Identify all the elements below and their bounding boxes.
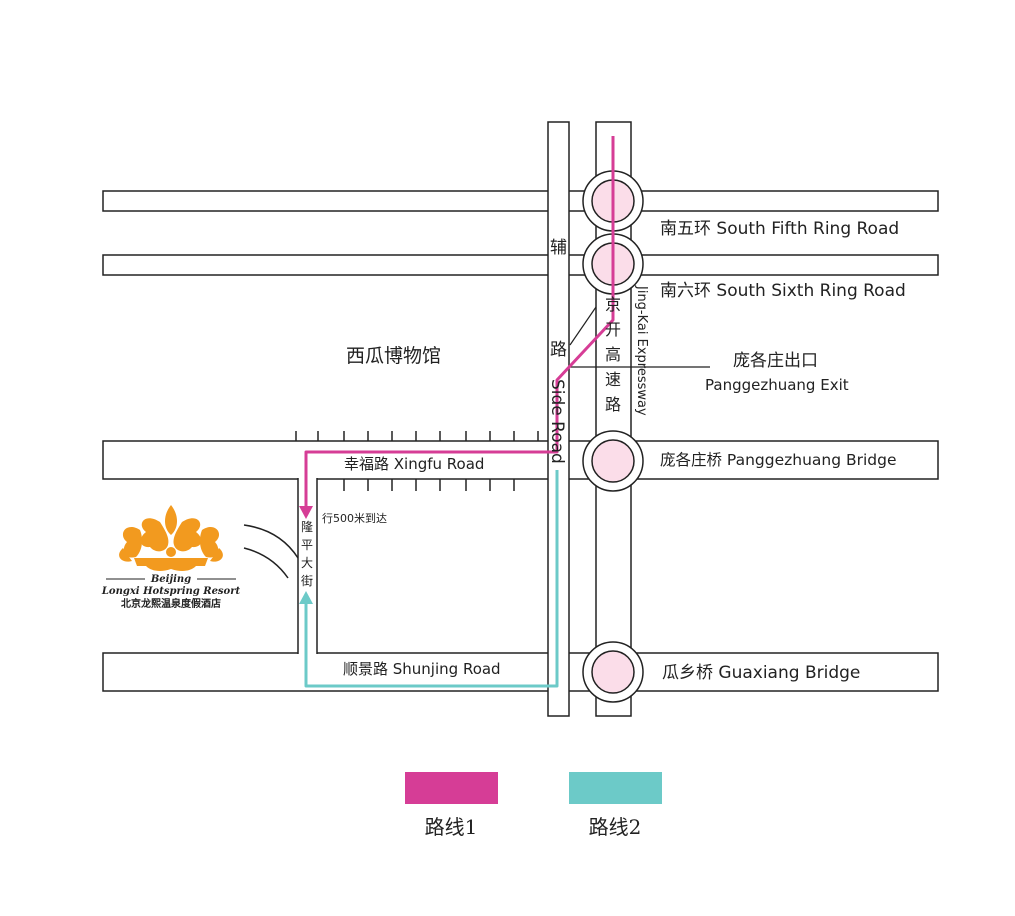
legend-swatch-route-1 xyxy=(405,772,498,804)
route-2-arrow xyxy=(299,591,313,604)
label-fifth-ring: 南五环 South Fifth Ring Road xyxy=(660,219,899,239)
svg-text:京: 京 xyxy=(605,295,621,314)
label-shunjing-road: 顺景路 Shunjing Road xyxy=(343,660,501,678)
label-guaxiang-bridge: 瓜乡桥 Guaxiang Bridge xyxy=(662,663,860,683)
label-longping-street: 隆 平 大 街 xyxy=(301,519,313,588)
label-side-road-cn-2: 路 xyxy=(550,340,567,360)
legend-label-route-1: 路线1 xyxy=(425,815,478,839)
label-sixth-ring: 南六环 South Sixth Ring Road xyxy=(660,281,906,301)
road-longping-street xyxy=(298,478,317,654)
label-expressway-en: Jing-Kai Expressway xyxy=(634,285,649,416)
logo-line-3: 北京龙熙温泉度假酒店 xyxy=(121,597,221,610)
roundabout-guaxiang xyxy=(582,641,644,703)
logo-line-1: Beijing xyxy=(150,574,191,585)
legend-label-route-2: 路线2 xyxy=(589,815,642,839)
road-xingfu xyxy=(102,440,939,480)
resort-logo: Beijing Longxi Hotspring Resort 北京龙熙温泉度假… xyxy=(101,505,241,610)
svg-text:街: 街 xyxy=(301,574,313,588)
route-1-arrow xyxy=(299,506,313,519)
label-walk-note: 行500米到达 xyxy=(322,512,387,525)
logo-emblem-icon xyxy=(119,505,223,571)
legend-swatch-route-2 xyxy=(569,772,662,804)
label-side-road-en: Side Road xyxy=(547,379,567,464)
road-south-sixth-ring xyxy=(102,254,939,276)
road-south-fifth-ring xyxy=(102,190,939,212)
xingfu-road-ticks-top xyxy=(295,431,539,441)
svg-text:路: 路 xyxy=(605,395,621,414)
svg-text:开: 开 xyxy=(605,320,621,339)
legend: 路线1 路线2 xyxy=(405,772,662,839)
resort-access-road xyxy=(243,524,299,559)
xingfu-road-ticks-bottom xyxy=(343,479,515,491)
logo-line-2: Longxi Hotspring Resort xyxy=(101,586,241,597)
label-side-road-cn-1: 辅 xyxy=(550,238,567,258)
label-watermelon-museum: 西瓜博物馆 xyxy=(346,345,441,367)
label-expressway-cn: 京 开 高 速 路 xyxy=(605,295,621,414)
label-exit-en: Panggezhuang Exit xyxy=(705,376,849,394)
label-xingfu-road: 幸福路 Xingfu Road xyxy=(344,455,484,473)
roundabout-panggezhuang xyxy=(582,430,644,492)
svg-text:高: 高 xyxy=(605,345,621,364)
svg-text:大: 大 xyxy=(301,556,313,570)
route-2-path xyxy=(304,470,559,688)
svg-text:隆: 隆 xyxy=(301,519,313,534)
svg-text:平: 平 xyxy=(301,538,313,552)
svg-text:速: 速 xyxy=(605,370,621,389)
route-1-path xyxy=(304,136,615,508)
label-panggezhuang-bridge: 庞各庄桥 Panggezhuang Bridge xyxy=(660,451,897,469)
label-exit-cn: 庞各庄出口 xyxy=(733,351,818,371)
